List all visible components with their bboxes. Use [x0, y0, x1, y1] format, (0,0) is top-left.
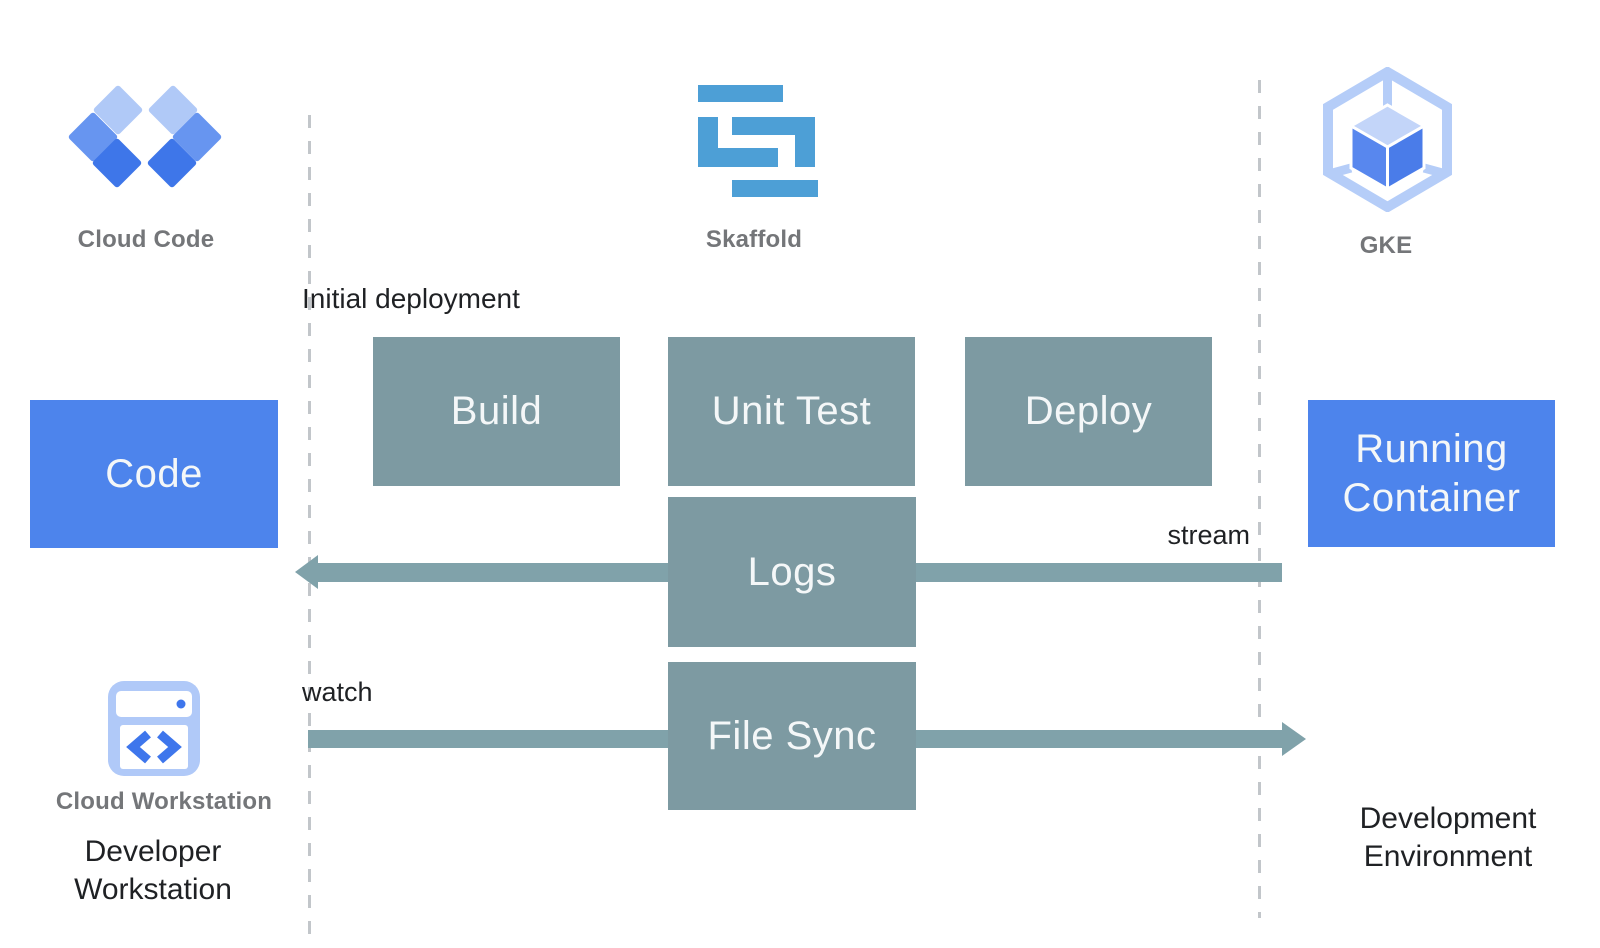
unit-test-box: Unit Test	[668, 337, 915, 486]
file-sync-arrowhead-icon	[1282, 722, 1306, 756]
logs-box-label: Logs	[747, 549, 837, 594]
deploy-box-label: Deploy	[1024, 389, 1153, 433]
gke-label: GKE	[1359, 232, 1413, 259]
stream-label: stream	[1167, 520, 1250, 550]
zone-divider-right	[1258, 80, 1261, 918]
code-box-label: Code	[105, 451, 203, 496]
development-environment-caption: Development Environment	[1359, 802, 1537, 873]
code-box: Code	[30, 400, 278, 548]
running-container-box: Running Container	[1308, 400, 1555, 547]
deploy-box: Deploy	[965, 337, 1212, 486]
unit-test-box-label: Unit Test	[711, 389, 872, 433]
running-container-box-label: Running Container	[1342, 426, 1521, 520]
file-sync-box: File Sync	[668, 662, 916, 810]
initial-deployment-label: Initial deployment	[302, 283, 520, 314]
skaffold-icon	[698, 85, 818, 197]
skaffold-label: Skaffold	[705, 226, 803, 253]
cloud-workstation-icon	[108, 681, 200, 776]
cloud-workstation-label: Cloud Workstation	[55, 788, 273, 815]
build-box: Build	[373, 337, 620, 486]
zone-divider-left	[308, 115, 311, 945]
logs-box: Logs	[668, 497, 916, 647]
watch-label: watch	[302, 677, 373, 707]
cloud-code-icon	[68, 85, 222, 188]
file-sync-box-label: File Sync	[707, 713, 877, 758]
logs-stream-arrowhead-icon	[295, 555, 318, 589]
cloud-code-label: Cloud Code	[77, 226, 215, 253]
build-box-label: Build	[450, 389, 543, 433]
developer-workstation-caption: Developer Workstation	[74, 835, 232, 906]
gke-icon	[1323, 67, 1452, 212]
